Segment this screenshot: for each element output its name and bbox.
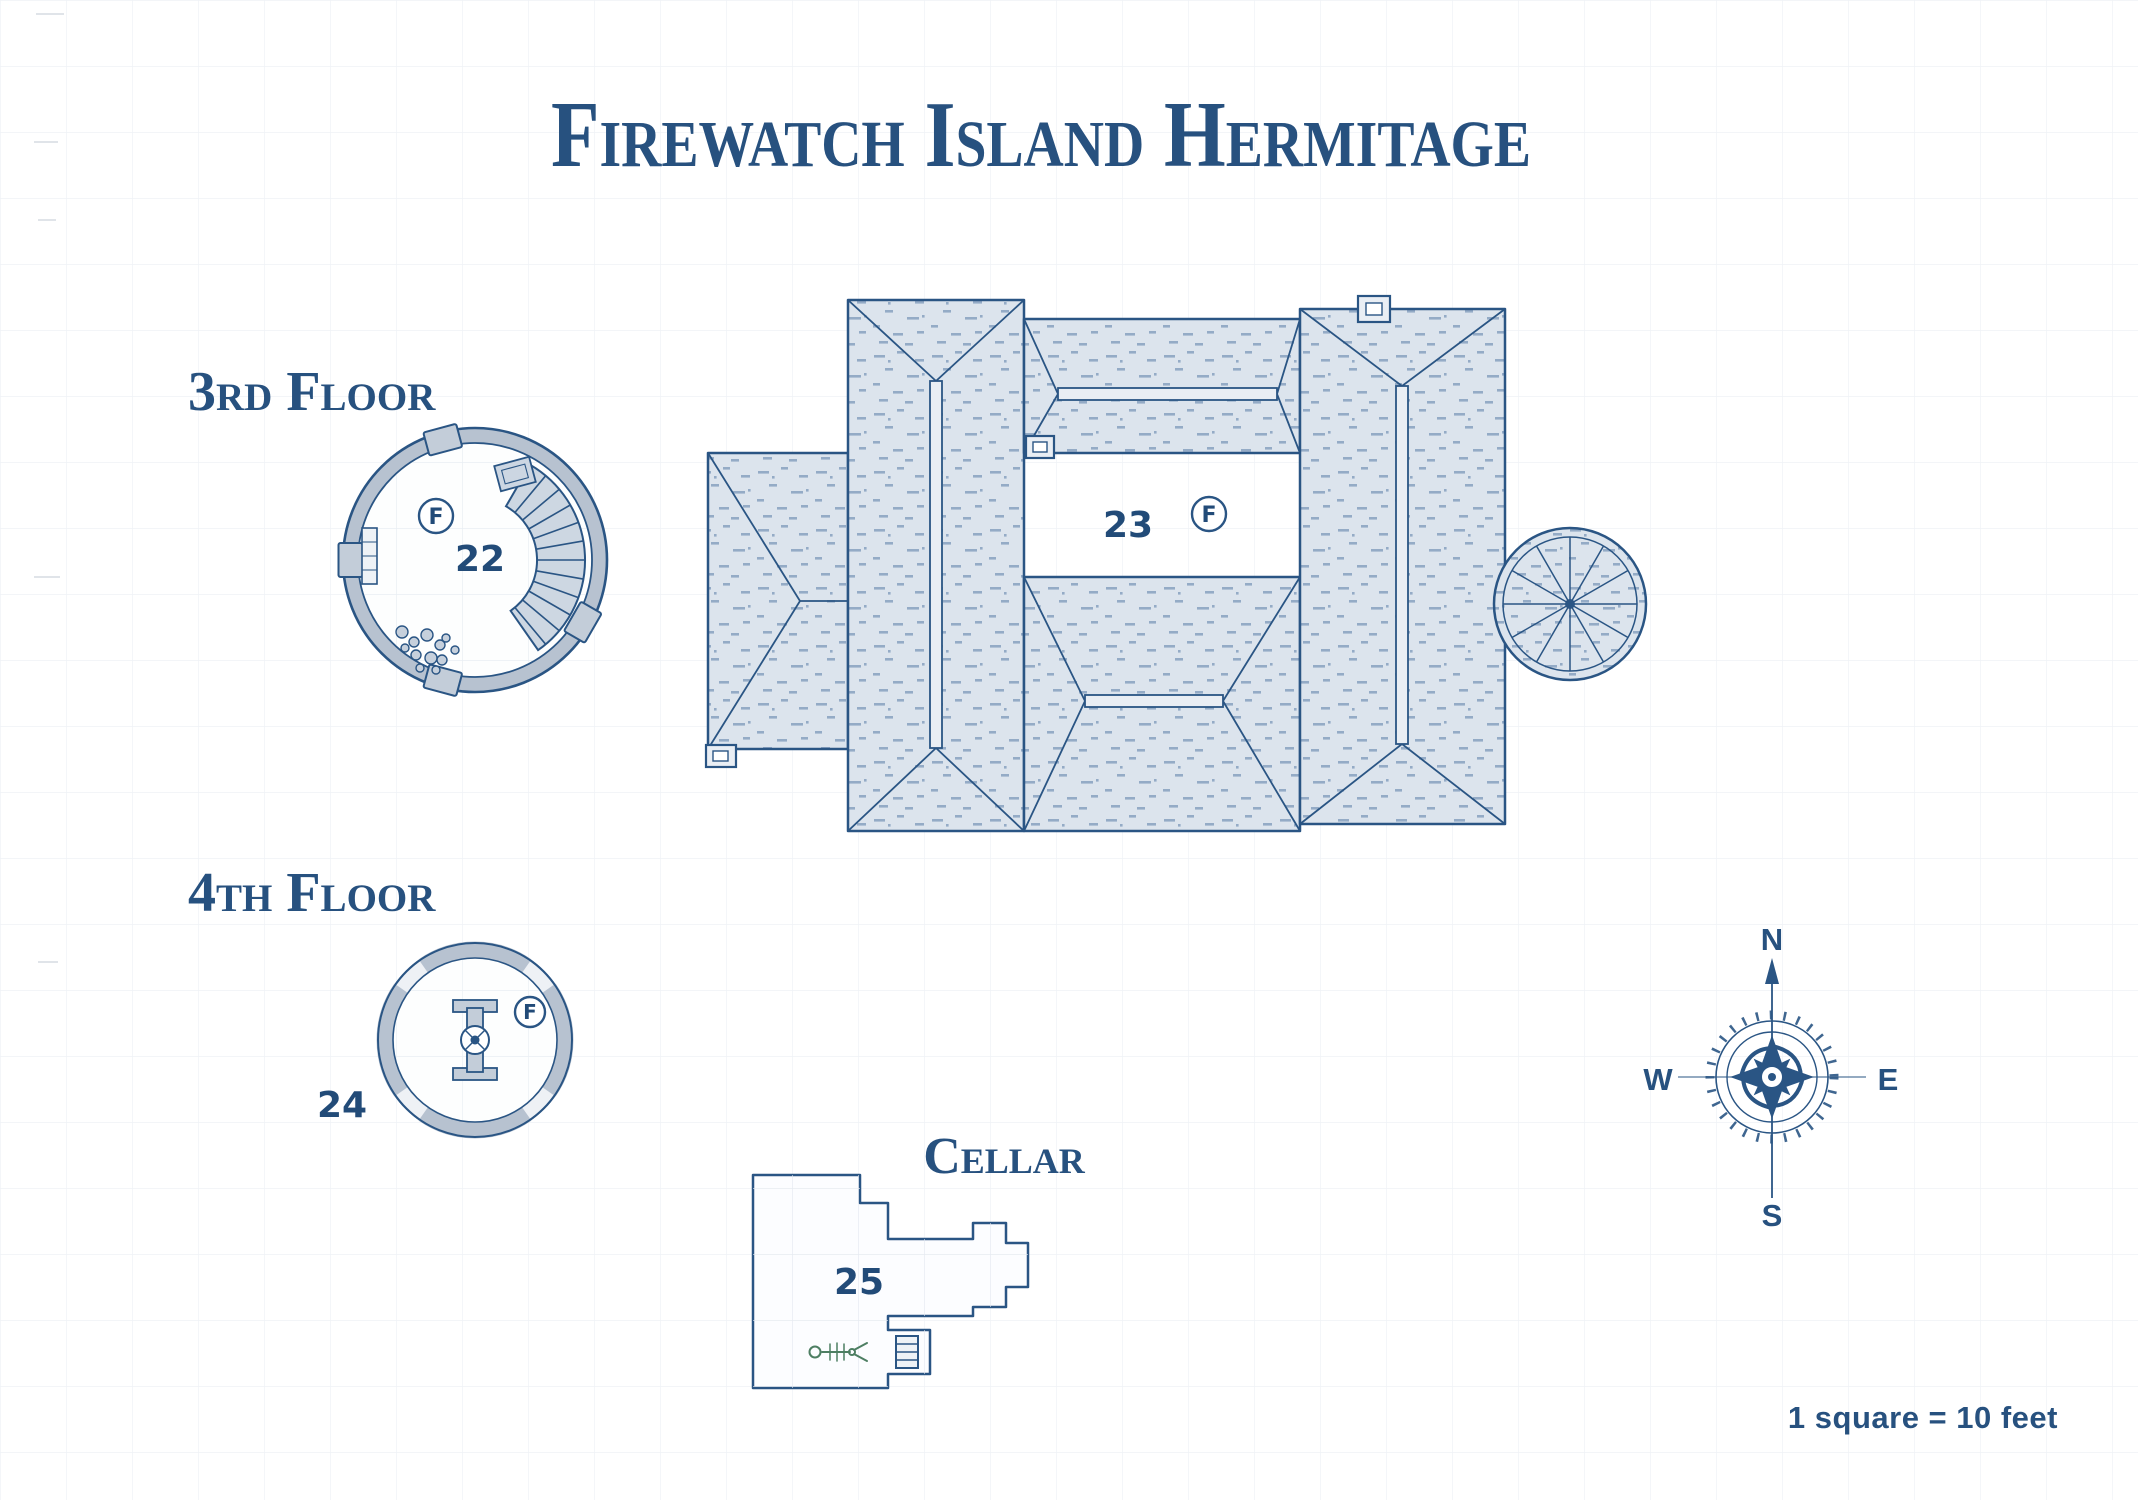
chimney-courtyard xyxy=(1024,434,1056,460)
section-main-roof: 23 F xyxy=(704,294,1648,833)
room-number-24: 24 xyxy=(317,1085,367,1126)
firelight-marker-courtyard: F xyxy=(1190,495,1228,533)
fire-beacon xyxy=(452,999,498,1081)
room-number-23: 23 xyxy=(1103,505,1153,546)
svg-text:F: F xyxy=(1201,503,1216,528)
section-third-floor: 3rd Floor xyxy=(188,361,609,697)
section-label-third-floor: 3rd Floor xyxy=(188,361,436,423)
curved-staircase xyxy=(504,463,586,652)
firelight-marker-third-floor: F xyxy=(417,497,455,535)
main-roof-plan xyxy=(704,294,1648,833)
chimney-annex xyxy=(704,743,738,769)
rubble-pile xyxy=(395,625,460,675)
scale-note: 1 square = 10 feet xyxy=(1788,1400,2058,1435)
svg-text:F: F xyxy=(428,505,443,530)
paper-edge-marks xyxy=(34,13,64,963)
svg-text:F: F xyxy=(523,1000,537,1024)
ladder-icon xyxy=(895,1335,919,1369)
wall-ledge xyxy=(361,527,378,585)
compass-east: E xyxy=(1878,1062,1899,1097)
room-number-25: 25 xyxy=(834,1262,884,1303)
tower-fourth-floor: F xyxy=(376,941,574,1139)
small-table xyxy=(493,455,537,493)
compass-north-arrow xyxy=(1765,958,1779,984)
tower-wall-arcs xyxy=(376,941,574,1139)
tower-third-floor: F 22 xyxy=(337,423,609,697)
compass-rose: N E S W xyxy=(1643,922,1898,1233)
skeleton xyxy=(808,1342,868,1362)
section-label-fourth-floor: 4th Floor xyxy=(188,862,436,924)
compass-west: W xyxy=(1643,1062,1673,1097)
chimney-top xyxy=(1356,294,1392,324)
firelight-marker-fourth-floor: F xyxy=(513,995,547,1029)
room-number-22: 22 xyxy=(455,539,505,580)
compass-south: S xyxy=(1762,1198,1783,1233)
tower-cone-roof xyxy=(1492,526,1648,682)
section-fourth-floor: 4th Floor F xyxy=(188,862,574,1139)
page-title: Firewatch Island Hermitage xyxy=(551,83,1531,187)
compass-north: N xyxy=(1761,922,1783,957)
section-label-cellar: Cellar xyxy=(923,1128,1086,1185)
